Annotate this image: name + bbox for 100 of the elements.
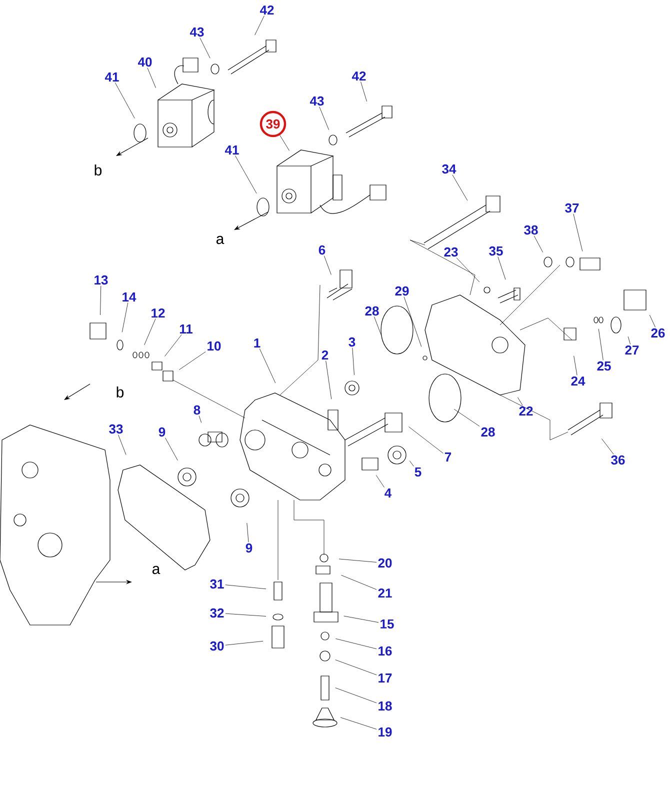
leader-line [454, 408, 480, 427]
leader-line [144, 318, 156, 346]
leader-line [198, 416, 202, 423]
callout-number: 1 [254, 338, 260, 348]
callout-number: 38 [524, 225, 538, 235]
leader-line [164, 334, 182, 357]
callout-number: 34 [442, 164, 456, 174]
callout-number: 5 [414, 467, 422, 477]
leader-line [518, 397, 523, 406]
leader-line [178, 352, 206, 370]
leader-line [335, 688, 377, 704]
callout-number: 7 [444, 452, 452, 462]
callout-number: 41 [104, 72, 119, 82]
leader-line [340, 717, 377, 730]
callout-number: 30 [210, 641, 224, 651]
leader-line [319, 106, 330, 130]
callout-number: 28 [365, 306, 379, 316]
callout-number: 29 [395, 286, 409, 296]
leader-line [335, 638, 377, 650]
leader-line [324, 256, 332, 275]
callout-number: 27 [625, 345, 639, 355]
callout-number: 13 [94, 275, 108, 285]
leader-line [246, 522, 249, 542]
callout-number: 28 [481, 427, 495, 437]
leader-line [408, 426, 444, 454]
leader-line [338, 558, 377, 562]
leader-line [374, 316, 382, 335]
leader-line [598, 328, 604, 360]
callout-number: 11 [180, 324, 193, 334]
callout-number: 14 [122, 292, 136, 302]
callout-number: 36 [611, 455, 625, 465]
leader-line [360, 82, 367, 102]
leader-line [254, 16, 264, 36]
leader-line [452, 174, 468, 201]
callout-number: 12 [152, 308, 165, 318]
callout-number: 16 [378, 646, 392, 656]
callout-number: 4 [384, 488, 392, 498]
leader-line [404, 296, 422, 347]
leader-line [352, 348, 354, 376]
callout-number: 32 [210, 608, 224, 618]
callout-number: 41 [224, 146, 239, 154]
leader-line [573, 214, 583, 252]
callout-number: 23 [444, 247, 458, 257]
leader-line [100, 286, 102, 316]
leader-line [498, 256, 506, 280]
view-letter: b [116, 386, 124, 398]
callout-number: 18 [378, 701, 392, 711]
circled-callout-number: 39 [260, 110, 286, 138]
callout-number: 43 [190, 27, 204, 37]
leader-line [628, 336, 631, 344]
leader-line [341, 574, 377, 590]
leader-line [225, 584, 266, 590]
leader-line [225, 640, 264, 646]
callout-number: 31 [210, 579, 224, 589]
leader-line [200, 38, 210, 58]
leader-line [456, 258, 480, 282]
callout-number: 35 [489, 246, 503, 256]
callout-number: 9 [158, 427, 166, 437]
callout-number: 10 [208, 341, 221, 351]
callout-number: 15 [380, 619, 394, 629]
leader-line [235, 155, 257, 194]
callout-number: 25 [597, 361, 611, 371]
callout-number: 33 [109, 424, 123, 434]
callout-number: 37 [565, 203, 579, 213]
callout-number: 42 [352, 71, 366, 81]
leader-line [280, 134, 290, 151]
leader-line [326, 360, 332, 400]
leader-line [409, 460, 414, 466]
leader-line [114, 82, 135, 119]
callout-number: 8 [194, 405, 200, 415]
callout-number: 40 [138, 57, 152, 67]
callout-number: 6 [318, 245, 326, 255]
leader-line [376, 474, 384, 488]
callout-number: 24 [571, 376, 586, 386]
callout-number: 17 [378, 674, 392, 682]
callout-number: 43 [310, 96, 324, 106]
callout-number: 9 [246, 543, 252, 553]
leader-line [118, 434, 126, 455]
callout-number: 26 [651, 328, 665, 338]
leader-line [649, 314, 656, 328]
callout-number: 42 [260, 5, 274, 15]
leader-line [165, 438, 178, 461]
callout-number: 19 [378, 727, 392, 737]
leader-line [147, 68, 156, 88]
leader-line [259, 348, 276, 384]
leader-line [534, 236, 544, 252]
view-letter: a [152, 566, 160, 574]
callout-number: 2 [322, 350, 328, 360]
view-letter: a [216, 236, 224, 244]
leader-line [122, 302, 128, 332]
leader-line [335, 660, 377, 676]
leader-line [225, 613, 266, 616]
leader-line [574, 356, 578, 376]
callout-number: 3 [348, 337, 356, 347]
leader-line [344, 616, 379, 623]
leader-line [602, 438, 614, 454]
callout-number: 21 [378, 588, 392, 598]
callout-number: 20 [378, 558, 392, 568]
view-letter: b [94, 164, 102, 176]
callout-number: 22 [519, 406, 533, 416]
